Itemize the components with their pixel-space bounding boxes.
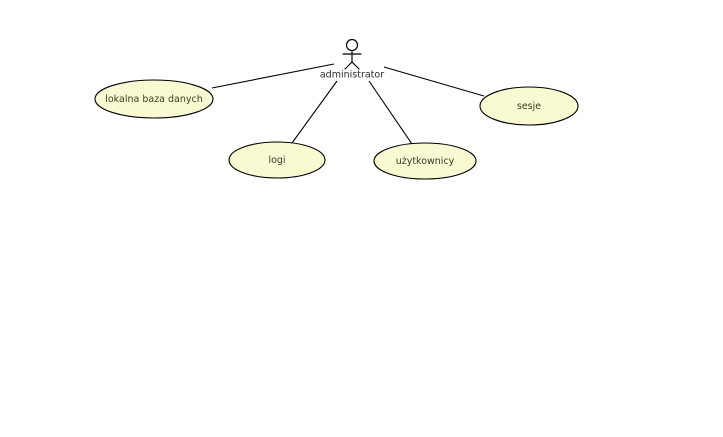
use-case-ellipse-lokalna-baza-danych[interactable] — [94, 79, 214, 119]
association-line-administrator-lokalna-baza-danych[interactable] — [211, 63, 335, 89]
use-case-logi[interactable]: logi — [228, 141, 326, 179]
association-lines-group — [211, 63, 485, 145]
use-case-uzytkownicy[interactable]: użytkownicy — [373, 142, 477, 180]
use-case-ellipse-sesje[interactable] — [479, 86, 579, 126]
use-case-label-sesje: sesje — [517, 101, 541, 112]
use-case-label-logi: logi — [268, 155, 285, 166]
association-line-administrator-uzytkownicy[interactable] — [368, 80, 413, 145]
association-line-administrator-sesje[interactable] — [383, 66, 485, 97]
use-case-lokalna-baza-danych[interactable]: lokalna baza danych — [94, 79, 214, 119]
actor-label-administrator: administrator — [320, 70, 384, 81]
use-cases-group: lokalna baza danych sesje logi użytkowni… — [94, 79, 579, 180]
use-case-label-uzytkownicy: użytkownicy — [396, 156, 455, 167]
use-case-ellipse-uzytkownicy[interactable] — [373, 142, 477, 180]
use-case-label-lokalna-baza-danych: lokalna baza danych — [105, 94, 203, 105]
actor-administrator[interactable]: administrator — [320, 38, 384, 81]
use-case-sesje[interactable]: sesje — [479, 86, 579, 126]
actor-left-leg-icon — [344, 61, 353, 70]
association-line-administrator-logi[interactable] — [291, 80, 338, 144]
actor-head-icon — [345, 38, 359, 52]
actor-right-leg-icon — [351, 61, 360, 70]
use-case-ellipse-logi[interactable] — [228, 141, 326, 179]
